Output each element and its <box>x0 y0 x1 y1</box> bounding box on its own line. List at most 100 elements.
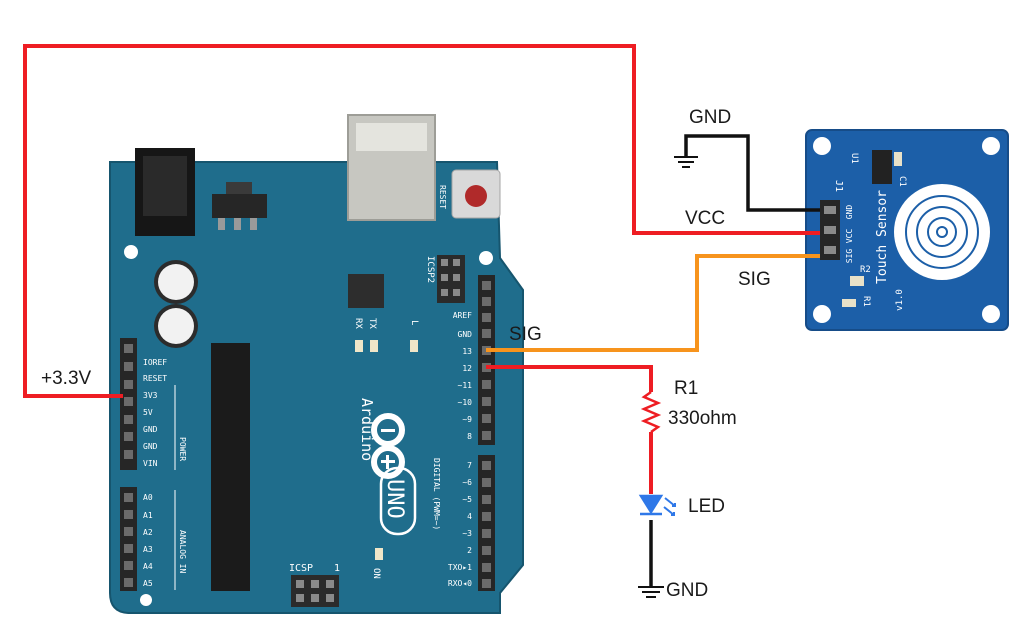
pin-label-7: 7 <box>467 461 472 470</box>
pin-label-a3: A3 <box>143 545 153 554</box>
sensor-c1-label: C1 <box>897 176 907 187</box>
pin-label-4: 4 <box>467 512 472 521</box>
reset-label: RESET <box>438 185 447 209</box>
l-label: L <box>409 320 419 325</box>
label-sig-board: SIG <box>509 324 542 345</box>
power-header <box>120 338 137 470</box>
label-r1-value: 330ohm <box>668 408 737 429</box>
atmega-chip <box>211 343 250 591</box>
wire-vcc <box>23 44 820 398</box>
sensor-pin-gnd-label: GND <box>845 205 854 220</box>
board-mount-hole <box>140 594 152 606</box>
ground-symbol-bottom <box>638 586 664 598</box>
label-3v3: +3.3V <box>41 368 92 389</box>
pin-label-5: ~5 <box>462 495 472 504</box>
sensor-mount-hole <box>813 305 831 323</box>
arduino-logo <box>371 413 405 479</box>
sensor-pin-vcc-label: VCC <box>845 229 854 244</box>
pin-label-aref: AREF <box>453 311 472 320</box>
pin-label-ioref: IOREF <box>143 358 167 367</box>
wire-gnd-sensor <box>684 134 820 212</box>
sensor-mount-hole <box>982 137 1000 155</box>
icsp-header <box>291 575 339 607</box>
sensor-ic <box>872 150 892 184</box>
uno-text: UNO <box>382 479 407 519</box>
pin-label-5v: 5V <box>143 408 153 417</box>
analog-label: ANALOG IN <box>178 530 187 574</box>
board-mount-hole <box>479 251 493 265</box>
l-led <box>410 340 418 352</box>
sensor-mount-hole <box>982 305 1000 323</box>
led-symbol <box>638 494 676 516</box>
pin-label-6: ~6 <box>462 478 472 487</box>
touch-sensor-module: U1 C1 J1 R2 R1 VCC SIG GND Touch Sensor … <box>805 129 1009 331</box>
pin-label-a2: A2 <box>143 528 153 537</box>
pin-label-2: 2 <box>467 546 472 555</box>
tx-led <box>370 340 378 352</box>
pin-label-8: 8 <box>467 432 472 441</box>
icsp2-header <box>437 255 465 303</box>
label-sig-sensor: SIG <box>738 269 771 290</box>
icsp2-label: ICSP2 <box>425 256 435 283</box>
on-label: ON <box>371 568 381 579</box>
ground-symbol-top <box>674 156 698 168</box>
label-gnd-bottom: GND <box>666 580 708 601</box>
sensor-pin-header <box>820 200 840 260</box>
digital-label: DIGITAL (PWM=~) <box>432 458 441 530</box>
pin-label-9: ~9 <box>462 415 472 424</box>
sensor-r2-label: R2 <box>860 265 871 275</box>
digital-header-top <box>478 275 495 445</box>
sensor-resistor <box>842 299 856 307</box>
sensor-r1-label: R1 <box>861 296 871 307</box>
on-led <box>375 548 383 560</box>
label-r1: R1 <box>674 378 698 399</box>
analog-header <box>120 487 137 591</box>
voltage-regulator <box>212 194 267 218</box>
sensor-pin-sig-label: SIG <box>845 249 854 264</box>
pin-label-a0: A0 <box>143 493 153 502</box>
pin-label-10: ~10 <box>458 398 473 407</box>
pin-label-a1: A1 <box>143 511 153 520</box>
pin-label-reset: RESET <box>143 374 167 383</box>
uno-badge <box>379 466 417 536</box>
sensor-mount-hole <box>813 137 831 155</box>
sensor-u1-label: U1 <box>849 153 859 164</box>
touch-pad <box>894 184 990 280</box>
pin-label-a4: A4 <box>143 562 153 571</box>
tx-label: TX <box>367 318 377 329</box>
pin-label-tx1: TXO▸1 <box>448 563 472 572</box>
pin-label-gnd: GND <box>143 425 158 434</box>
icsp-label: ICSP <box>289 563 313 574</box>
sensor-resistor <box>850 276 864 286</box>
resistor-r1-symbol <box>640 390 662 434</box>
usb-chip <box>348 274 384 308</box>
arduino-uno-board: RESET ICSP2 RX TX L <box>109 114 524 614</box>
pin-label-12: 12 <box>462 364 472 373</box>
wire-pin12 <box>486 365 653 392</box>
digital-header-bottom <box>478 455 495 591</box>
pin-label-gnd: GND <box>458 330 473 339</box>
label-led: LED <box>688 496 725 517</box>
rx-led <box>355 340 363 352</box>
icsp-pin1-label: 1 <box>334 563 340 574</box>
sensor-title: Touch Sensor <box>875 190 890 284</box>
power-label: POWER <box>178 437 187 461</box>
sensor-j1-label: J1 <box>833 180 844 192</box>
pin-label-3: ~3 <box>462 529 472 538</box>
pin-label-a5: A5 <box>143 579 153 588</box>
pin-label-rx0: RXO◂0 <box>448 579 472 588</box>
arduino-wordmark: Arduino <box>358 398 376 461</box>
label-vcc: VCC <box>685 208 725 229</box>
sensor-capacitor <box>894 152 902 166</box>
pin-label-vin: VIN <box>143 459 158 468</box>
pin-label-3v3: 3V3 <box>143 391 158 400</box>
pin-label-11: ~11 <box>458 381 473 390</box>
wires <box>23 44 820 586</box>
sensor-version: v1.0 <box>895 289 905 311</box>
pin-label-13: 13 <box>462 347 472 356</box>
rx-label: RX <box>353 318 363 329</box>
wire-sig <box>486 254 820 352</box>
label-gnd-sensor: GND <box>689 107 731 128</box>
board-mount-hole <box>124 245 138 259</box>
